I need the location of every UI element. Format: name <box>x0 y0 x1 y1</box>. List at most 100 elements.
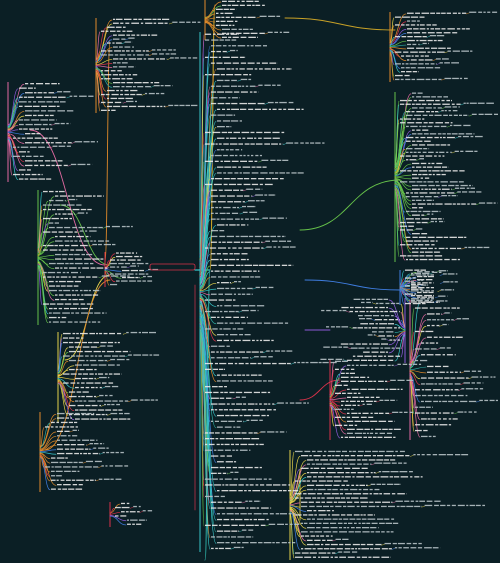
cluster-bottom-right-subbranch <box>332 539 336 542</box>
cluster-bottom-right-node-label <box>307 510 334 512</box>
cluster-left-node-label <box>13 137 58 139</box>
cluster-left-branch <box>7 124 19 132</box>
cluster-right-center-branch <box>400 319 406 330</box>
cluster-central-trunk-node-label <box>211 189 244 191</box>
cluster-left-mid-leaf-label <box>80 230 97 232</box>
cluster-right-upper-node-label <box>400 244 435 246</box>
cluster-top-left-subbranch <box>148 54 153 56</box>
cluster-left-bottom-subbranch <box>86 444 90 446</box>
cluster-center-root-branch <box>104 269 122 272</box>
cluster-right-center-branch <box>394 331 406 337</box>
cluster-left-mid-branch <box>37 209 43 251</box>
cluster-right-lower-subbranch <box>359 404 363 407</box>
cluster-right-upper-branch <box>394 188 412 254</box>
cluster-left-node-label <box>25 83 60 85</box>
cluster-center-root-subbranch <box>144 270 149 272</box>
cluster-right-lower2-node-label <box>421 354 456 356</box>
cluster-right-lower2-node-label <box>421 418 458 420</box>
cluster-top-left-branch <box>95 69 107 92</box>
cluster-central-trunk-subbranch <box>232 397 237 400</box>
cluster-left-leaf-label <box>74 141 98 143</box>
cluster-left-lower-node-label <box>69 359 108 362</box>
cluster-left-branch <box>7 88 19 126</box>
cluster-top-left-node-label <box>107 105 166 108</box>
cluster-left-branch <box>7 102 19 128</box>
cluster-center-root-subbranch <box>139 277 144 279</box>
cluster-right-lower-subbranch <box>376 400 380 403</box>
cluster-left-leaf-label <box>54 122 71 125</box>
cluster-left-branch <box>7 111 25 130</box>
cluster-top-center-node-label <box>216 20 238 22</box>
cluster-right-lower2-subbranch <box>468 377 472 379</box>
cluster-right-mid-node-label <box>417 291 434 294</box>
cluster-left-lower-leaf-label <box>110 358 130 361</box>
cluster-right-lower2-branch <box>409 379 421 438</box>
cluster-bottom-center-node-label <box>115 515 127 517</box>
cluster-right-upper-node-label <box>412 173 446 176</box>
cluster-right-center-node-label <box>352 355 400 357</box>
cluster-right-upper-node-label <box>412 177 430 179</box>
cluster-bottom-right-leaf-label <box>394 547 441 549</box>
cluster-right-lower-node-label <box>335 416 374 418</box>
cluster-right-upper-branch <box>394 115 406 169</box>
cluster-left-mid-branch <box>37 257 55 261</box>
cluster-top-left-leaf-label <box>144 92 165 95</box>
cluster-central-trunk-branch <box>199 271 211 290</box>
cluster-central-trunk-node-label <box>205 310 239 313</box>
cluster-right-mid-node-label <box>417 271 434 273</box>
cluster-right-lower-leaf-label <box>362 403 372 405</box>
cluster-right-center-subbranch <box>349 327 353 329</box>
cluster-right-upper-node-label <box>406 140 431 142</box>
cluster-left-leaf-label <box>70 163 93 166</box>
cluster-central-trunk-leaf-label <box>242 529 254 531</box>
cluster-right-upper-node-label <box>412 166 449 168</box>
cluster-left-lower-node-label <box>75 364 120 366</box>
cluster-central-trunk-branch <box>199 321 217 492</box>
cluster-right-lower2-node-label <box>427 319 454 321</box>
cluster-right-mid-node-label <box>411 288 423 290</box>
cluster-top-left-node-label <box>113 38 126 40</box>
cluster-right-lower-node-label <box>347 432 392 434</box>
cluster-right-center-branch <box>400 311 406 329</box>
cluster-right-lower-node-label <box>347 396 380 398</box>
cluster-right-upper-branch <box>394 188 400 257</box>
cluster-left-bottom-node-label <box>57 417 72 419</box>
cluster-right-upper-node-label <box>406 111 439 113</box>
cluster-central-trunk-leaf-label <box>241 309 259 312</box>
cluster-right-top-node-label <box>407 28 470 30</box>
cluster-left-lower-subbranch <box>127 400 132 402</box>
cluster-right-top-subbranch <box>441 78 445 81</box>
cluster-central-trunk-node-label <box>211 212 240 214</box>
cluster-right-center-node-label <box>360 323 394 325</box>
cluster-top-left-node-label <box>113 86 151 88</box>
cluster-central-trunk-branch <box>199 155 211 272</box>
cluster-left-mid-subbranch <box>65 200 70 202</box>
cluster-left-mid-node-label <box>43 271 81 274</box>
cluster-central-trunk-node-label <box>205 368 225 370</box>
cluster-right-top-node-label <box>401 71 419 73</box>
cluster-left-lower-node-label <box>63 355 125 357</box>
cluster-right-upper-node-label <box>400 155 445 157</box>
cluster-right-mid-leaf-label <box>418 279 424 281</box>
central-topic-node[interactable] <box>149 263 196 271</box>
cluster-right-lower2-node-label <box>427 371 461 373</box>
cluster-central-trunk-leaf-label <box>229 49 238 52</box>
cluster-right-upper-subbranch <box>461 247 465 250</box>
cluster-left-lower-branch <box>57 369 69 377</box>
cluster-right-upper-node-label <box>406 236 467 238</box>
cluster-central-trunk-branch <box>199 184 205 277</box>
cluster-left-bottom-node-label <box>51 421 78 424</box>
cluster-bottom-right-leaf-label <box>384 542 422 545</box>
cluster-center-root-node-label <box>110 273 149 275</box>
cluster-left-lower-branch <box>57 380 75 403</box>
cluster-central-trunk-node-label <box>211 154 262 157</box>
cluster-top-center-node-label <box>216 24 235 26</box>
cluster-top-center-node-label <box>222 28 253 30</box>
cluster-top-left-node-label <box>113 18 170 20</box>
cluster-right-upper-subbranch <box>416 159 420 161</box>
cluster-left-node-label <box>19 151 30 153</box>
cluster-right-upper-node-label <box>406 192 455 194</box>
cluster-right-center-leaf-label <box>326 326 349 328</box>
cluster-left-bottom-node-label <box>51 479 96 481</box>
cluster-left-lower-branch <box>57 376 75 380</box>
